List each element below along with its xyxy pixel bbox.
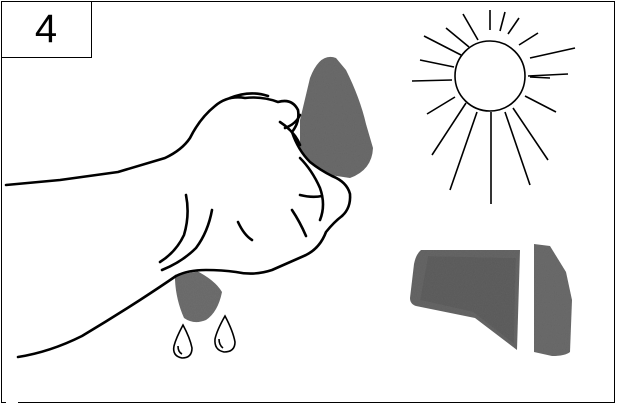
- water-drop-icon: [174, 316, 235, 358]
- sun-icon: [412, 10, 575, 204]
- sponge-icon: [410, 244, 572, 356]
- hand-icon: [6, 93, 350, 407]
